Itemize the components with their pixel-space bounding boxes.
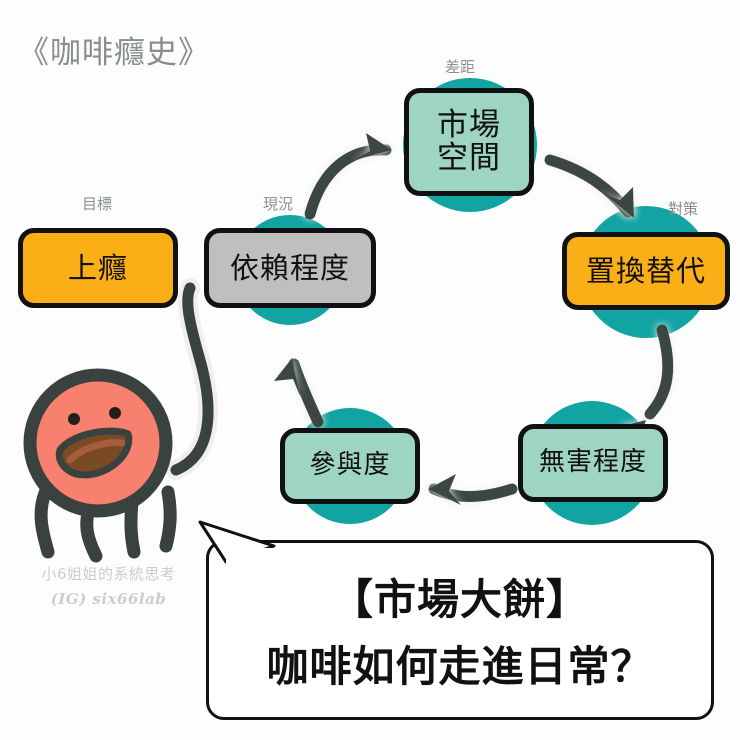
- octopus-mascot: [23, 278, 218, 563]
- node-harmless-text: 無害程度: [538, 447, 647, 478]
- speech-bubble-line-2: 咖啡如何走進日常？: [266, 642, 654, 691]
- watermark-line-1: 小6姐姐的系統思考: [41, 565, 176, 583]
- node-market-space[interactable]: 市場 空間: [404, 88, 534, 196]
- mascot-leg-4: [159, 485, 177, 553]
- page-title: 《咖啡癮史》: [18, 35, 210, 71]
- node-goal[interactable]: 上癮: [18, 228, 178, 308]
- mascot-eye-right: [109, 407, 121, 419]
- node-current-state[interactable]: 依賴程度: [204, 228, 376, 308]
- arrowhead-current: [274, 358, 300, 396]
- mascot-tongue: [66, 439, 126, 464]
- arrow-current-to-gap: [304, 144, 392, 220]
- node-countermeasure[interactable]: 置換替代: [562, 232, 730, 310]
- watermark: 小6姐姐的系統思考 (IG) six66lab: [26, 563, 191, 608]
- node-goal-text: 上癮: [67, 250, 128, 285]
- watermark-line-2: (IG) six66lab: [50, 590, 167, 608]
- node-engagement[interactable]: 參與度: [280, 428, 420, 504]
- arrow-counter-to-harmless: [644, 324, 674, 420]
- mascot-eye-left: [68, 413, 80, 425]
- node-engage-text: 參與度: [309, 450, 391, 481]
- speech-bubble: 【市場大餅】 咖啡如何走進日常？: [206, 540, 714, 720]
- node-label-current: 現況: [263, 195, 294, 213]
- mascot-mouth: [55, 427, 133, 479]
- mascot-arm-to-box-line: [170, 282, 214, 476]
- node-gap-text-wrap: 市場 空間: [437, 109, 501, 175]
- node-harmlessness[interactable]: 無害程度: [518, 424, 668, 502]
- node-label-gap: 差距: [445, 58, 476, 76]
- node-gap-text-line2: 空間: [437, 140, 501, 176]
- node-label-counter: 對策: [668, 200, 699, 218]
- node-label-goal: 目標: [82, 195, 113, 213]
- speech-bubble-tail: [198, 520, 276, 564]
- arrowhead-counter: [603, 187, 634, 218]
- arrow-gap-to-counter: [544, 154, 634, 218]
- node-gap-text-line1: 市場: [437, 107, 501, 144]
- node-counter-text: 置換替代: [585, 253, 706, 288]
- arrow-engage-to-current: [288, 358, 324, 428]
- arrowhead-engage: [428, 474, 461, 505]
- speech-bubble-line-1: 【市場大餅】: [330, 575, 589, 624]
- node-current-text: 依賴程度: [229, 250, 350, 285]
- arrowhead-gap: [354, 133, 392, 160]
